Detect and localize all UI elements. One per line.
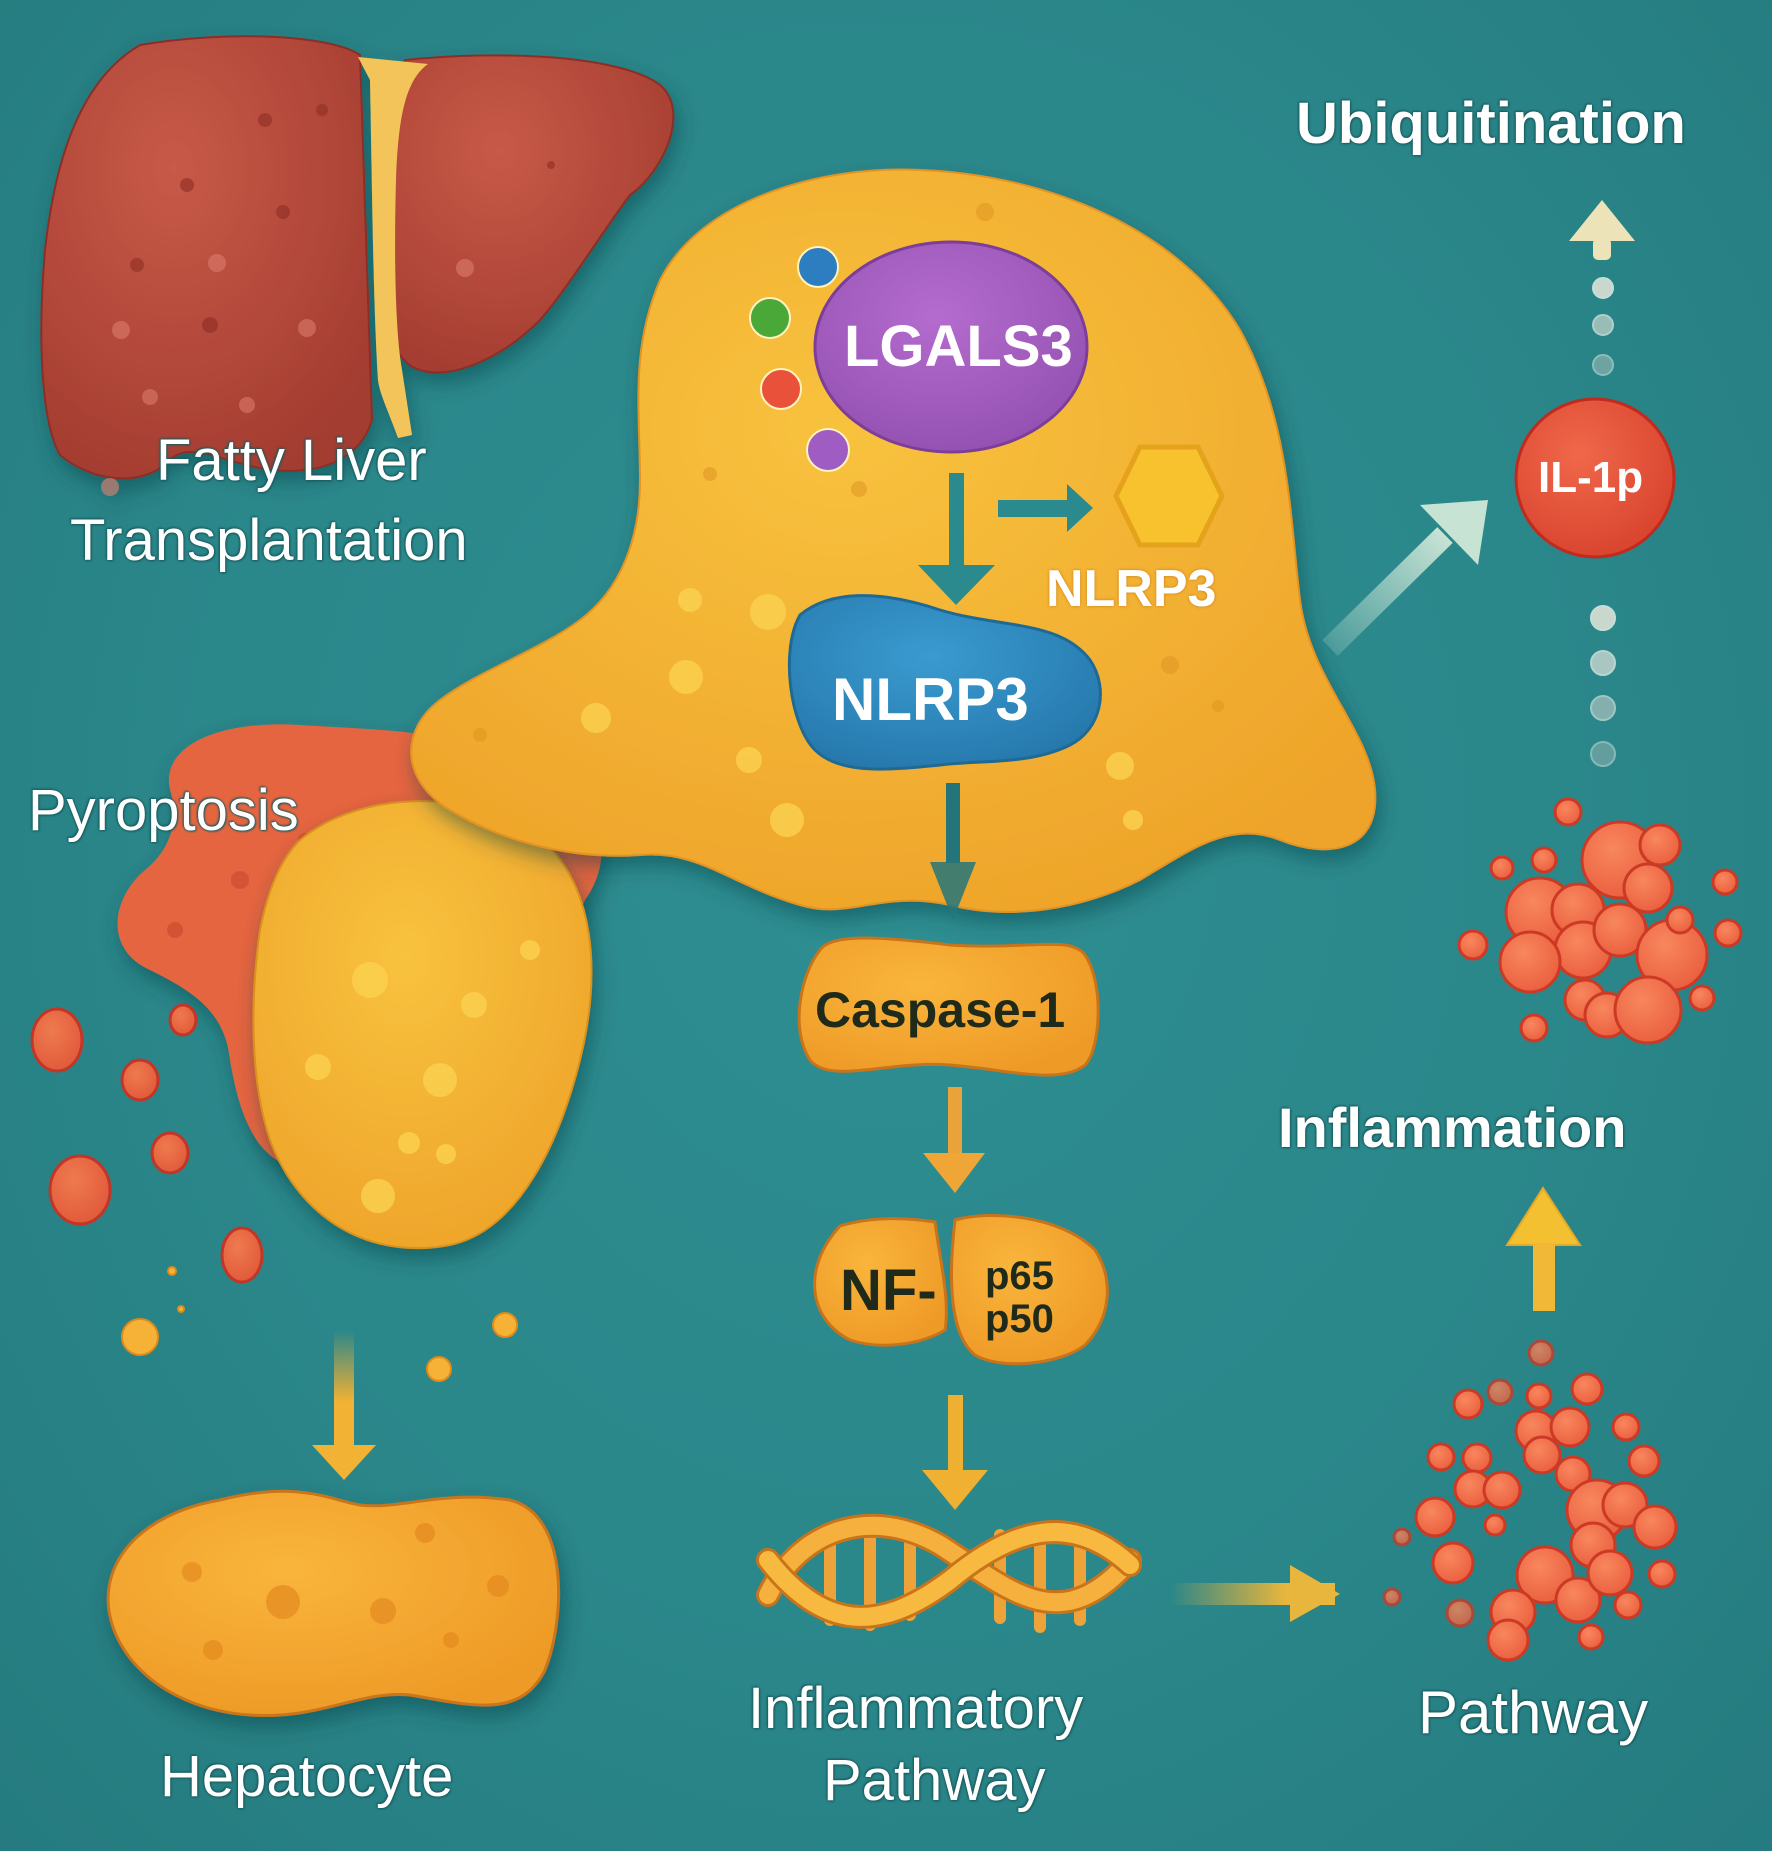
label-inflammatory-pathway: Pathway <box>823 1748 1046 1813</box>
hexagon-nlrp3-icon <box>1113 444 1225 548</box>
label-transplantation: Transplantation <box>70 508 468 573</box>
yellow-droplets-icon <box>121 1266 518 1382</box>
il1-ball-icon <box>1514 397 1676 559</box>
small-molecule-dots-icon <box>749 246 850 472</box>
nlrp3-blob-icon <box>787 594 1102 771</box>
arrow-macrophage-to-il1 <box>1322 500 1488 656</box>
dotted-trail-icon <box>1592 277 1614 376</box>
liver-icon <box>40 35 675 496</box>
arrow-to-hepatocyte <box>312 1330 376 1480</box>
arrow-to-inflammation <box>1505 1186 1582 1311</box>
cytokine-cluster-lower-icon <box>1382 1339 1678 1662</box>
label-ubiquitination: Ubiquitination <box>1296 91 1686 156</box>
arrow-lgals3-to-nlrp3 <box>918 473 995 605</box>
nfkb-dimer-icon <box>813 1213 1109 1366</box>
label-p50: p50 <box>985 1297 1054 1341</box>
label-nf: NF- <box>840 1258 937 1323</box>
label-nlrp3-blob: NLRP3 <box>832 666 1029 733</box>
hepatocyte-icon <box>106 1489 561 1718</box>
dna-helix-icon <box>756 1513 1142 1633</box>
label-caspase: Caspase-1 <box>815 982 1066 1038</box>
arrow-nfkb-to-dna <box>922 1395 988 1510</box>
arrow-to-ubiquitination <box>1569 200 1635 260</box>
label-pyroptosis: Pyroptosis <box>28 778 299 843</box>
arrow-dna-to-pathway <box>1170 1565 1340 1622</box>
dotted-trail-lower-icon <box>1590 605 1616 767</box>
label-pathway: Pathway <box>1418 1679 1649 1746</box>
label-nlrp3-hexagon: NLRP3 <box>1046 560 1217 618</box>
lgals3-protein-icon <box>813 240 1089 454</box>
macrophage-cell-icon <box>410 168 1377 913</box>
label-fatty-liver: Fatty Liver <box>156 428 427 493</box>
arrow-nlrp3-to-caspase <box>930 783 976 920</box>
arrow-lgals3-to-hexagon <box>998 484 1093 532</box>
label-il1: IL-1p <box>1538 453 1644 502</box>
label-lgals3: LGALS3 <box>844 314 1073 379</box>
arrow-caspase-to-nfkb <box>923 1087 985 1193</box>
fatty-cell-icon <box>252 800 593 1250</box>
caspase-pill-icon <box>797 936 1100 1077</box>
red-droplets-icon <box>30 1003 264 1284</box>
label-inflammatory: Inflammatory <box>748 1676 1084 1741</box>
label-hepatocyte: Hepatocyte <box>160 1744 454 1809</box>
cytokine-cluster-upper-icon <box>1457 797 1743 1045</box>
label-p65: p65 <box>985 1254 1054 1298</box>
label-inflammation: Inflammation <box>1278 1096 1627 1159</box>
